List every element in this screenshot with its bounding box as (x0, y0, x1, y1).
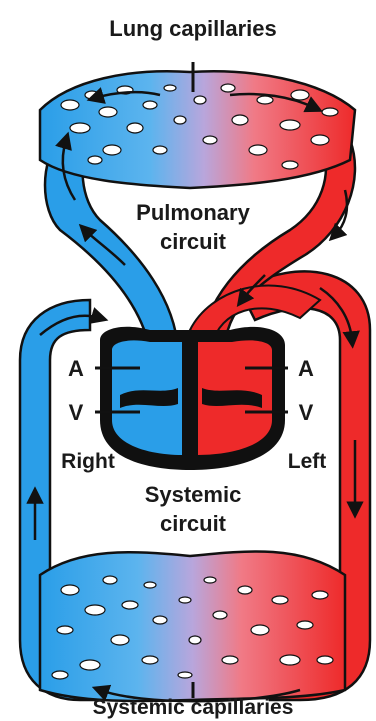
lung-capillaries-label: Lung capillaries (109, 16, 277, 41)
right-ventricle-label: V (69, 400, 84, 425)
pulmonary-circuit-label-line1: Pulmonary (136, 200, 250, 225)
systemic-capillaries-label: Systemic capillaries (93, 696, 294, 719)
septum (184, 335, 196, 468)
left-side-label: Left (288, 450, 327, 473)
right-side-label: Right (61, 450, 115, 473)
systemic-circuit-label-line2: circuit (160, 511, 227, 536)
left-atrium-label: A (298, 356, 314, 381)
pulmonary-circuit-label-line2: circuit (160, 229, 227, 254)
left-ventricle-label: V (299, 400, 314, 425)
right-atrium-label: A (68, 356, 84, 381)
systemic-circuit-label-line1: Systemic (145, 482, 242, 507)
